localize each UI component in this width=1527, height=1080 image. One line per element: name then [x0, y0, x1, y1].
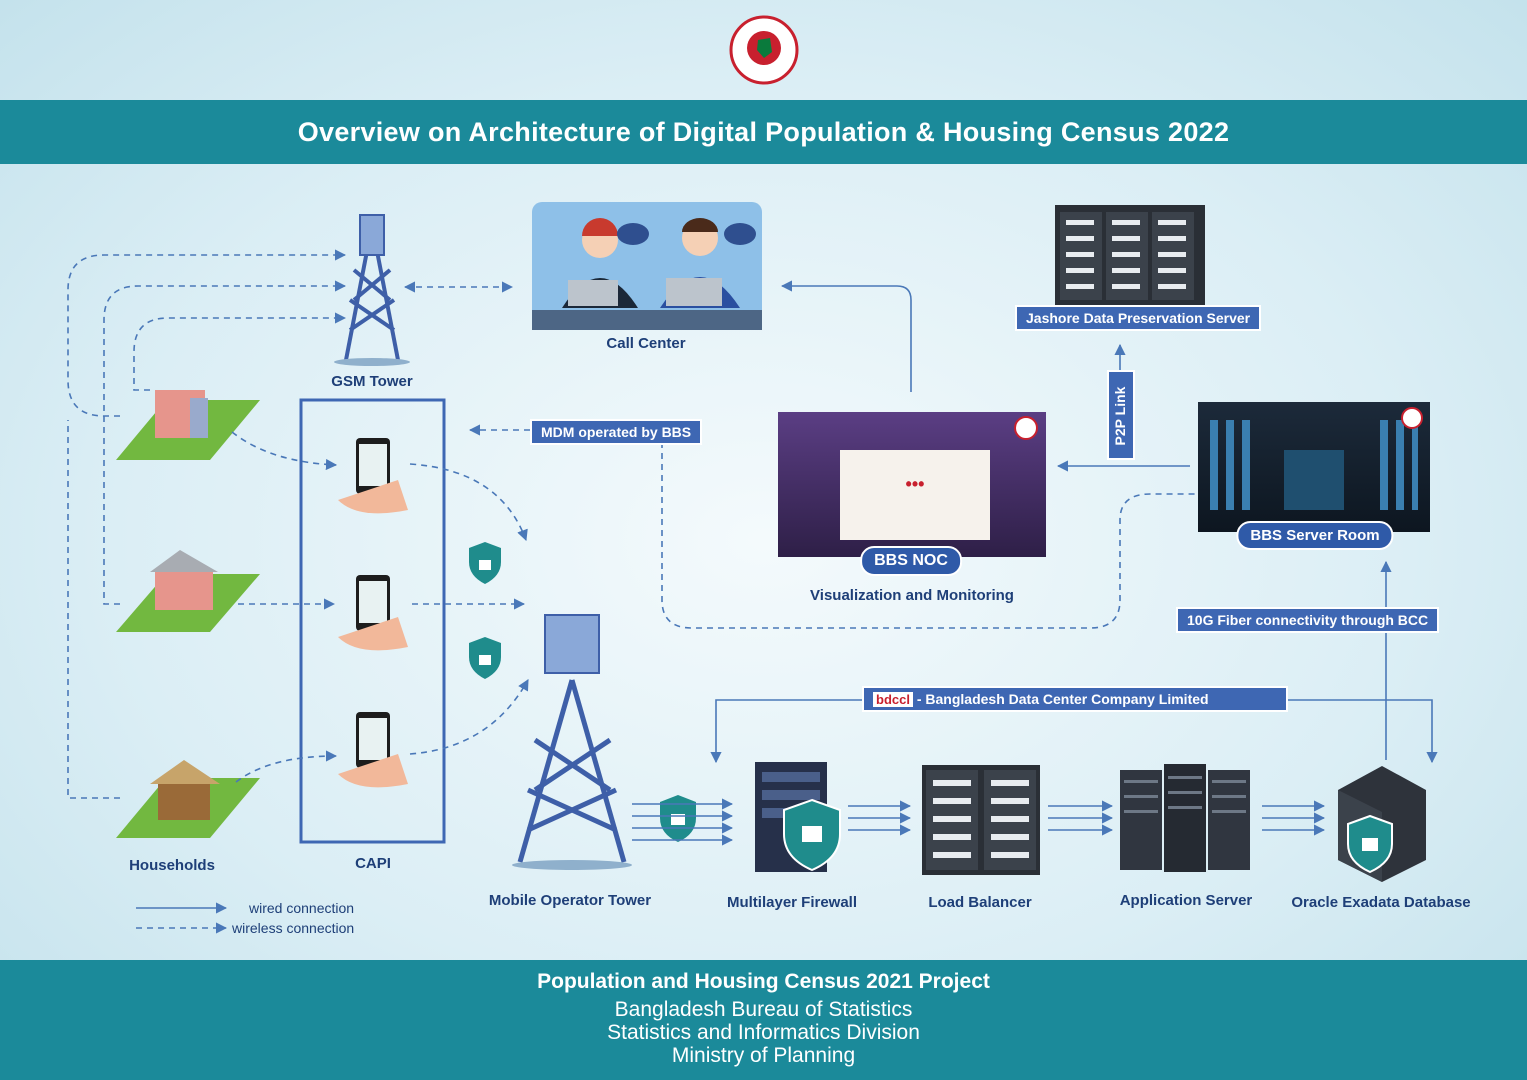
jashore-server-tag: Jashore Data Preservation Server [1015, 305, 1262, 331]
load-balancer-icon [922, 765, 1040, 875]
capi-phone-3-icon [338, 712, 408, 788]
oracle-exadata-database-icon [1338, 766, 1426, 882]
capi-label: CAPI [355, 855, 391, 872]
bbs-noc-pill: BBS NOC [860, 546, 962, 576]
household-apartment-icon [116, 390, 260, 460]
footer-bar [0, 960, 1527, 1080]
capi-phone-2-icon [338, 575, 408, 651]
household-hut-icon [116, 760, 260, 838]
bbs-server-room-illustration [1198, 402, 1430, 532]
bdcc-label: - Bangladesh Data Center Company Limited [916, 691, 1209, 707]
gsm-tower-icon [334, 214, 410, 366]
application-server-icon [1120, 764, 1250, 872]
footer-project: Population and Housing Census 2021 Proje… [537, 970, 990, 993]
fiber-tag: 10G Fiber connectivity through BCC [1176, 607, 1440, 633]
p2p-link-label: P2P Link [1112, 386, 1128, 446]
load-balancer-label: Load Balancer [928, 894, 1032, 911]
legend-wired-label: wired connection [249, 900, 355, 916]
bdcc-logo: bdccl [873, 692, 913, 707]
bbs-server-room-pill: BBS Server Room [1236, 521, 1394, 550]
bdcc-tag: bdccl - Bangladesh Data Center Company L… [862, 686, 1288, 712]
capi-phone-1-icon [338, 438, 408, 514]
gsm-tower-label: GSM Tower [331, 373, 413, 390]
footer-bureau: Bangladesh Bureau of Statistics [614, 998, 913, 1021]
p2p-link-tag: P2P Link [1107, 370, 1135, 460]
page-title: Overview on Architecture of Digital Popu… [297, 117, 1230, 147]
shield-lock-icon [469, 637, 501, 679]
households-label: Households [129, 857, 215, 874]
wired-links [136, 280, 1438, 914]
shield-lock-icon [469, 542, 501, 584]
call-center-illustration [532, 202, 762, 330]
multilayer-firewall-label: Multilayer Firewall [726, 894, 858, 911]
mdm-tag: MDM operated by BBS [530, 419, 703, 445]
footer-ministry: Ministry of Planning [671, 1044, 856, 1067]
call-center-label: Call Center [606, 335, 686, 352]
footer-division: Statistics and Informatics Division [607, 1021, 920, 1044]
shield-lock-icon [660, 795, 696, 842]
household-tinroof-icon [116, 550, 260, 632]
visualization-label: Visualization and Monitoring [810, 587, 1014, 604]
svg-text:•••: ••• [906, 474, 925, 494]
wireless-links [67, 249, 1196, 934]
mobile-operator-tower-label: Mobile Operator Tower [488, 892, 652, 909]
jashore-server-icon [1055, 205, 1205, 305]
header-bar [0, 100, 1527, 164]
gov-seal-icon [729, 15, 799, 85]
mobile-operator-tower-icon [512, 614, 632, 870]
capi-group-box [299, 398, 446, 844]
bbs-noc-illustration: ••• [778, 412, 1046, 557]
legend-wireless-label: wireless connection [232, 920, 355, 936]
application-server-label: Application Server [1119, 892, 1253, 909]
oracle-exadata-label: Oracle Exadata Database [1291, 894, 1471, 911]
multilayer-firewall-icon [755, 762, 841, 872]
